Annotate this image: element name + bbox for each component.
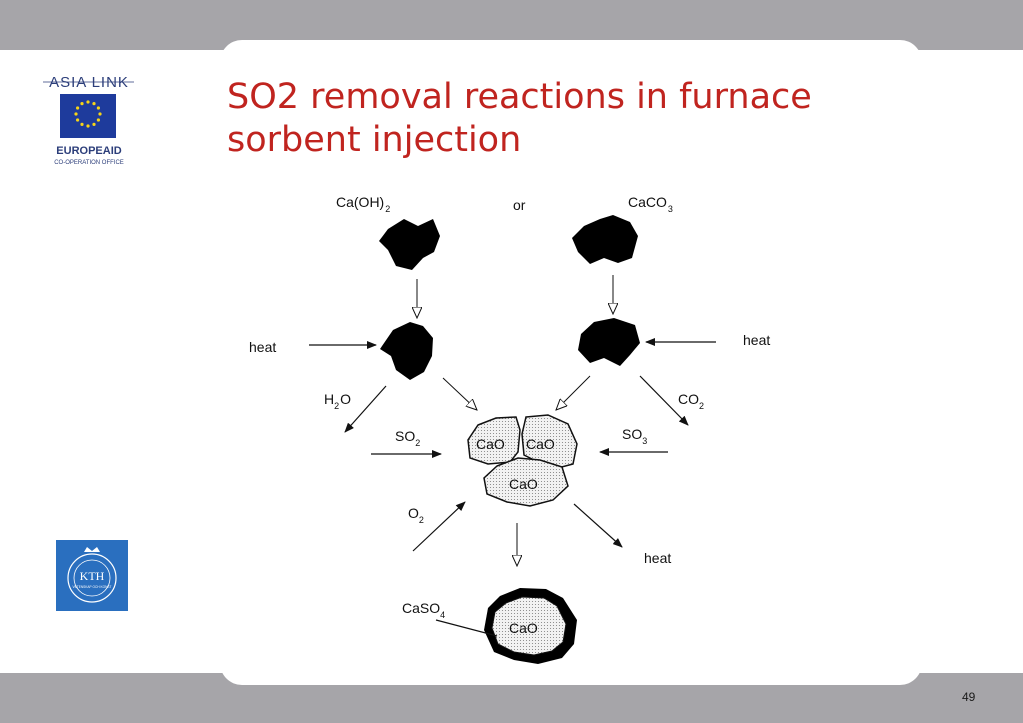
so3-label: SO3	[622, 426, 647, 446]
heat-bottom-label: heat	[644, 550, 671, 566]
cao-grain-2	[521, 414, 578, 469]
co2-label: CO2	[678, 391, 704, 411]
asia-link-logo: ASIA LINK EUROPEAID CO-OPERATION OFFICE	[43, 74, 134, 166]
europeaid-text: EUROPEAID	[56, 145, 121, 157]
arrow-to-cao-left	[442, 377, 477, 410]
kth-motto-text: VETENSKAP OCH KONST	[73, 585, 112, 589]
kth-text: KTH	[80, 569, 105, 583]
cao-core-label: CaO	[509, 620, 538, 636]
cao-label-3: CaO	[509, 476, 538, 492]
cao-label-1: CaO	[476, 436, 505, 452]
eu-stars-icon	[74, 100, 102, 128]
caoh2-particle	[379, 219, 440, 270]
cao-grain-3	[483, 457, 569, 507]
cao-label-2: CaO	[526, 436, 555, 452]
kth-logo: KTH VETENSKAP OCH KONST	[56, 540, 128, 611]
title-line-2: sorbent injection	[227, 120, 522, 158]
asia-link-text: ASIA LINK	[49, 74, 129, 91]
cao-core	[491, 596, 567, 656]
so2-reaction-diagram: Ca(OH)2 or CaCO3 heat heat H2O CO2 CaO C…	[249, 194, 770, 664]
heat-right-label: heat	[743, 332, 770, 348]
o2-label: O2	[408, 505, 424, 525]
caco3-particle	[572, 215, 638, 264]
arrow-to-cao-right	[556, 375, 591, 410]
arrow-heat-bottom	[573, 503, 623, 548]
cao-grain-1	[467, 416, 521, 465]
arrow-h2o	[344, 385, 387, 433]
page-number: 49	[962, 690, 976, 704]
slide-title: SO2 removal reactions in furnace sorbent…	[227, 76, 917, 158]
caso4-label: CaSO4	[402, 600, 445, 620]
heated-caco3-particle	[578, 318, 640, 366]
cooperation-office-text: CO-OPERATION OFFICE	[54, 160, 124, 166]
heat-left-label: heat	[249, 339, 276, 355]
or-label: or	[513, 197, 526, 213]
caso4-pointer-line	[435, 619, 498, 637]
crown-icon	[84, 547, 100, 552]
kth-seal-ring	[67, 553, 117, 603]
title-line-1: SO2 removal reactions in furnace	[227, 77, 812, 117]
so2-label: SO2	[395, 428, 420, 448]
heated-caoh2-particle	[380, 322, 433, 380]
h2o-label: H2O	[324, 391, 351, 411]
slide-card	[220, 40, 922, 685]
caoh2-label: Ca(OH)2	[336, 194, 390, 214]
arrow-co2	[639, 375, 689, 426]
caco3-label: CaCO3	[628, 194, 673, 214]
arrow-o2	[412, 501, 466, 552]
